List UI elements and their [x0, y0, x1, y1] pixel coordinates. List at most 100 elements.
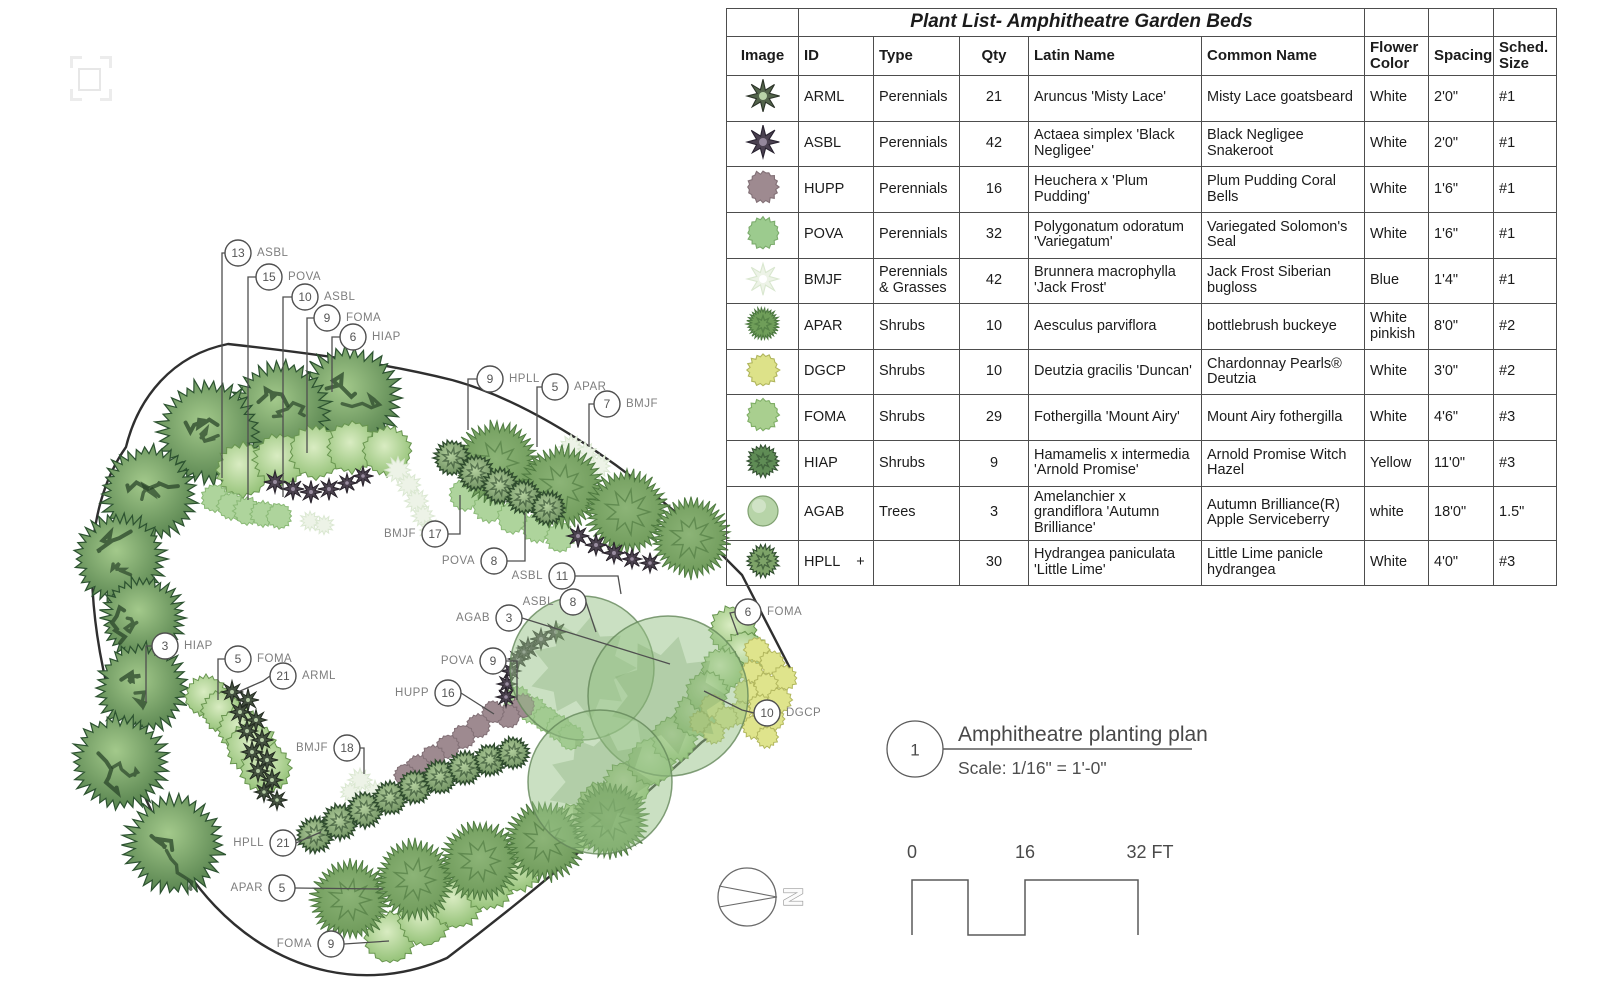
plant-flower-cell: white [1364, 485, 1429, 541]
title-block: 1 Amphitheatre planting plan Scale: 1/16… [886, 720, 1208, 778]
callout-id: HPLL [233, 837, 264, 849]
plant-latin-cell: Actaea simplex 'Black Negligee' [1028, 120, 1202, 168]
plant-latin-cell: Hydrangea paniculata 'Little Lime' [1028, 539, 1202, 587]
callout-qty: 9 [328, 937, 335, 951]
callout-qty: 5 [279, 881, 286, 895]
callout-qty: 13 [231, 246, 245, 260]
scale-label-32: 32 FT [1126, 842, 1173, 862]
plant-latin-cell: Amelanchier x grandiflora 'Autumn Brilli… [1028, 485, 1202, 541]
callout-leader-line [585, 601, 597, 633]
callout-qty-circle [734, 598, 762, 626]
callout-leader-line [221, 252, 225, 478]
callout-id: POVA [441, 655, 474, 667]
callout-qty-circle [753, 699, 781, 727]
scale-bar-line [911, 879, 1139, 936]
plant-type-cell: Perennials [873, 74, 960, 122]
plant-qty-cell: 9 [959, 440, 1029, 487]
callout-qty-circle [541, 373, 569, 401]
callout-leader-line [294, 887, 384, 890]
plant-flower-cell: Blue [1364, 257, 1429, 305]
callout-qty: 9 [487, 372, 494, 386]
plant-image-cell [726, 303, 799, 350]
plan-callout: 21 HPLL [233, 829, 322, 857]
plant-qty-cell: 42 [959, 257, 1029, 305]
callout-qty: 3 [506, 611, 513, 625]
asbl-plant-symbol [299, 480, 323, 504]
plant-common-cell: Arnold Promise Witch Hazel [1201, 440, 1365, 487]
dgcp-plant-symbol [755, 725, 780, 750]
callout-qty: 8 [570, 595, 577, 609]
plant-latin-cell: Heuchera x 'Plum Pudding' [1028, 166, 1202, 213]
plant-spacing-cell: 2'0" [1428, 74, 1494, 122]
callout-id: HIAP [372, 331, 401, 343]
callout-qty-circle [479, 647, 507, 675]
asbl-plant-symbol [564, 523, 590, 548]
hpll-plant-symbol [371, 778, 410, 817]
callout-qty: 7 [604, 397, 611, 411]
plant-sched-cell: #3 [1493, 440, 1557, 487]
callout-id: HIAP [184, 640, 213, 652]
plant-flower-cell: White [1364, 74, 1429, 122]
plant-image-cell [726, 74, 799, 122]
empty-cell [726, 8, 799, 37]
asbl-plant-symbol [600, 541, 627, 566]
plant-image-cell [726, 485, 799, 541]
dgcp-plant-symbol [745, 352, 781, 387]
callout-id: BMJF [296, 742, 328, 754]
callout-qty: 6 [745, 605, 752, 619]
arml-plant-symbol [239, 740, 264, 765]
callout-id: ASBL [512, 570, 544, 582]
plant-latin-cell: Aruncus 'Misty Lace' [1028, 74, 1202, 122]
hiap-plant-symbol [94, 639, 190, 739]
callout-id: HUPP [395, 687, 429, 699]
callout-id: POVA [442, 555, 475, 567]
callout-qty-circle [255, 263, 283, 291]
arml-plant-symbol [235, 688, 260, 712]
plant-flower-cell: White [1364, 394, 1429, 442]
plant-image-cell [726, 257, 799, 305]
plant-type-cell: Shrubs [873, 303, 960, 350]
apar-plant-symbol [373, 837, 457, 923]
apar-plant-symbol [743, 305, 780, 342]
plant-qty-cell: 10 [959, 348, 1029, 396]
asbl-plant-symbol [584, 532, 608, 558]
plant-common-cell: Autumn Brilliance(R) Apple Serviceberry [1201, 485, 1365, 541]
asbl-plant-symbol [744, 124, 780, 160]
plant-spacing-cell: 11'0" [1428, 440, 1494, 487]
callout-qty-circle [224, 645, 252, 673]
plant-image-cell [726, 440, 799, 487]
callout-qty-circle [480, 547, 508, 575]
callout-leader-line [588, 403, 594, 447]
callout-qty: 10 [298, 290, 312, 304]
callout-leader-line [575, 575, 622, 595]
plant-flower-cell: White pinkish [1364, 303, 1429, 350]
plant-flower-cell: White [1364, 120, 1429, 168]
callout-id: FOMA [277, 938, 312, 950]
callout-qty-circle [317, 930, 345, 958]
plant-type-cell: Shrubs [873, 394, 960, 442]
column-header-latin-name: Latin Name [1028, 35, 1202, 76]
callout-qty: 21 [276, 836, 290, 850]
plant-type-cell: Perennials [873, 120, 960, 168]
arml-plant-symbol [744, 79, 780, 112]
plant-qty-cell: 32 [959, 211, 1029, 259]
plant-sched-cell: #1 [1493, 120, 1557, 168]
plant-image-cell [726, 539, 799, 587]
asbl-plant-symbol [620, 546, 644, 571]
north-letter: N [778, 887, 808, 907]
callout-id: DGCP [786, 707, 821, 719]
